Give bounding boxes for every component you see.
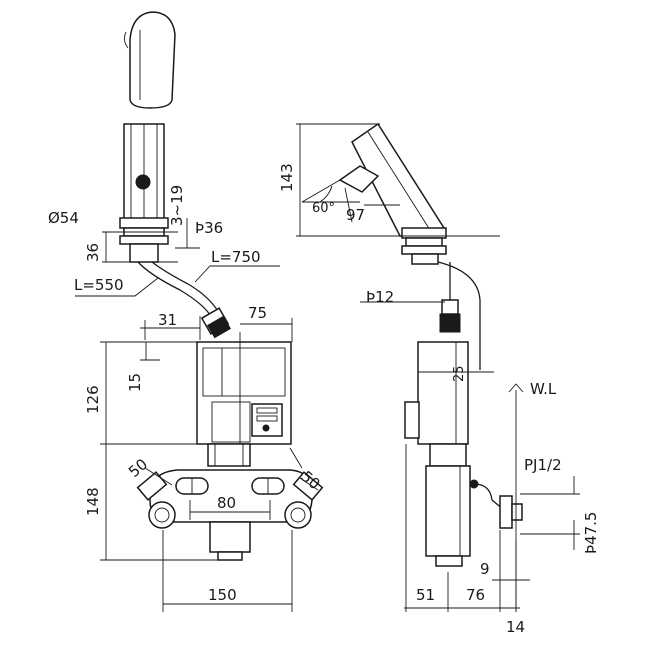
height-143-label: 143 <box>278 163 296 192</box>
angle-60-label: 60° <box>312 201 335 216</box>
depth-51-label: 51 <box>416 586 435 604</box>
depth-9-label: 9 <box>480 560 490 578</box>
diameter-label: Ø54 <box>48 209 79 227</box>
depth-97-label: 97 <box>346 206 365 224</box>
height-126-label: 126 <box>84 385 102 414</box>
height-15-label: 15 <box>126 373 144 392</box>
control-box-side <box>417 341 469 445</box>
spout-top-view <box>129 11 176 109</box>
front-view <box>119 11 324 561</box>
depth-25-label: 25 <box>452 365 467 382</box>
height-47-5-label: Þ47.5 <box>582 512 600 554</box>
width-80-label: 80 <box>217 494 236 512</box>
radius-50-left-label: 50 <box>125 455 151 481</box>
length-550-label: L=550 <box>74 276 124 294</box>
water-level-label: W.L <box>530 380 557 398</box>
pipe-thread-label: PJ1/2 <box>524 456 562 474</box>
width-31-label: 31 <box>158 311 177 329</box>
front-dimensions <box>75 217 319 612</box>
phi12-label: Þ12 <box>366 288 394 306</box>
phi36-label: Þ36 <box>195 219 223 237</box>
width-75-label: 75 <box>248 304 267 322</box>
height-148-label: 148 <box>84 487 102 516</box>
range-3-19-label: 3~19 <box>168 185 186 226</box>
side-dimensions <box>296 123 580 612</box>
sensor-window <box>135 174 151 190</box>
height-36-label: 36 <box>84 243 102 262</box>
width-150-label: 150 <box>208 586 237 604</box>
length-750-label: L=750 <box>211 248 261 266</box>
side-view <box>338 122 523 567</box>
depth-76-label: 76 <box>466 586 485 604</box>
hose <box>137 261 213 319</box>
depth-14-label: 14 <box>506 618 525 636</box>
